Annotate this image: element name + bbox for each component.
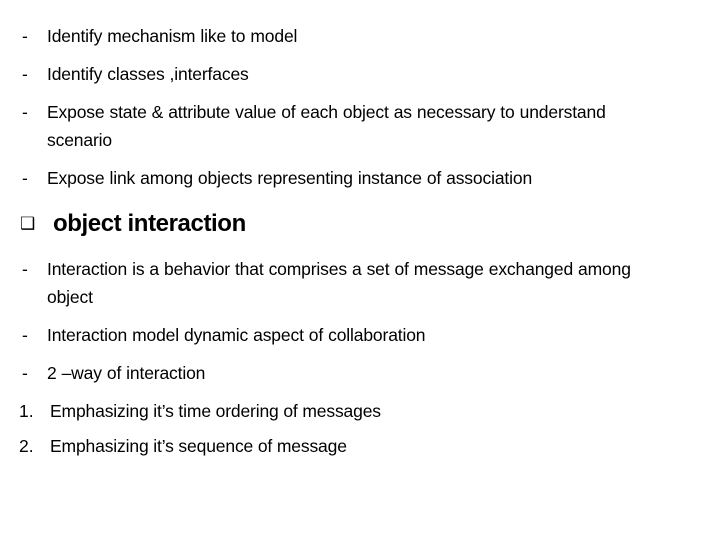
bullet-text: Interaction model dynamic aspect of coll…: [47, 325, 426, 345]
bullet-item: - 2 –way of interaction: [0, 359, 720, 387]
list-number: 1.: [19, 401, 34, 421]
bullet-item: - Expose state & attribute value of each…: [0, 98, 720, 154]
numbered-item: 1. Emphasizing it’s time ordering of mes…: [0, 397, 720, 425]
numbered-item: 2. Emphasizing it’s sequence of message: [0, 432, 720, 460]
bullet-text: Expose link among objects representing i…: [47, 168, 533, 188]
bullet-item: - Interaction model dynamic aspect of co…: [0, 321, 720, 349]
bullet-text: Identify classes ,interfaces: [47, 64, 249, 84]
bullet-text: Interaction is a behavior that comprises…: [47, 259, 631, 307]
bullet-item: - Identify classes ,interfaces: [0, 60, 720, 88]
dash-bullet-icon: -: [22, 325, 28, 345]
bullet-item: - Identify mechanism like to model: [0, 22, 720, 50]
dash-bullet-icon: -: [22, 102, 28, 122]
section-heading: ❑ object interaction: [0, 208, 720, 240]
bullet-text: Expose state & attribute value of each o…: [47, 102, 606, 150]
dash-bullet-icon: -: [22, 26, 28, 46]
bullet-text: 2 –way of interaction: [47, 363, 206, 383]
numbered-item-text: Emphasizing it’s time ordering of messag…: [50, 401, 381, 421]
dash-bullet-icon: -: [22, 168, 28, 188]
slide-body: - Identify mechanism like to model - Ide…: [0, 22, 720, 467]
hollow-square-bullet-icon: ❑: [20, 214, 36, 233]
dash-bullet-icon: -: [22, 64, 28, 84]
dash-bullet-icon: -: [22, 259, 28, 279]
section-heading-text: object interaction: [53, 210, 246, 237]
numbered-item-text: Emphasizing it’s sequence of message: [50, 436, 347, 456]
list-number: 2.: [19, 436, 34, 456]
bullet-text: Identify mechanism like to model: [47, 26, 298, 46]
dash-bullet-icon: -: [22, 363, 28, 383]
bullet-item: - Interaction is a behavior that compris…: [0, 255, 720, 311]
bullet-item: - Expose link among objects representing…: [0, 164, 720, 192]
